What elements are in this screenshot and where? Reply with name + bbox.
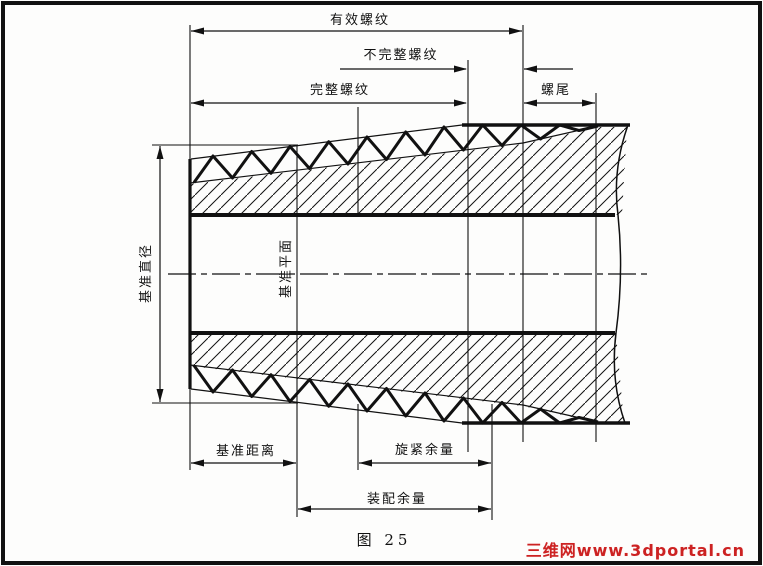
label-gauge-plane: 基准平面 bbox=[278, 237, 294, 299]
label-incomplete-thread: 不完整螺纹 bbox=[361, 47, 441, 64]
watermark-3dportal: 三维网www.3dportal.cn bbox=[525, 541, 745, 561]
extension-lines bbox=[152, 25, 597, 520]
label-effective-thread: 有效螺纹 bbox=[327, 12, 393, 29]
figure-caption: 图 25 bbox=[354, 530, 414, 549]
dimension-arrowheads bbox=[156, 27, 595, 513]
label-wrenching-allowance: 旋紧余量 bbox=[392, 442, 458, 459]
label-assembly-allowance: 装配余量 bbox=[364, 491, 430, 508]
label-gauge-diameter: 基准直径 bbox=[138, 242, 154, 304]
pipe-wall-hatching bbox=[190, 127, 627, 423]
label-gauge-distance: 基准距离 bbox=[213, 443, 279, 460]
label-thread-runout: 螺尾 bbox=[538, 82, 574, 99]
pipe-outline bbox=[188, 123, 630, 425]
label-complete-thread: 完整螺纹 bbox=[307, 82, 373, 99]
thread-teeth bbox=[192, 123, 599, 425]
